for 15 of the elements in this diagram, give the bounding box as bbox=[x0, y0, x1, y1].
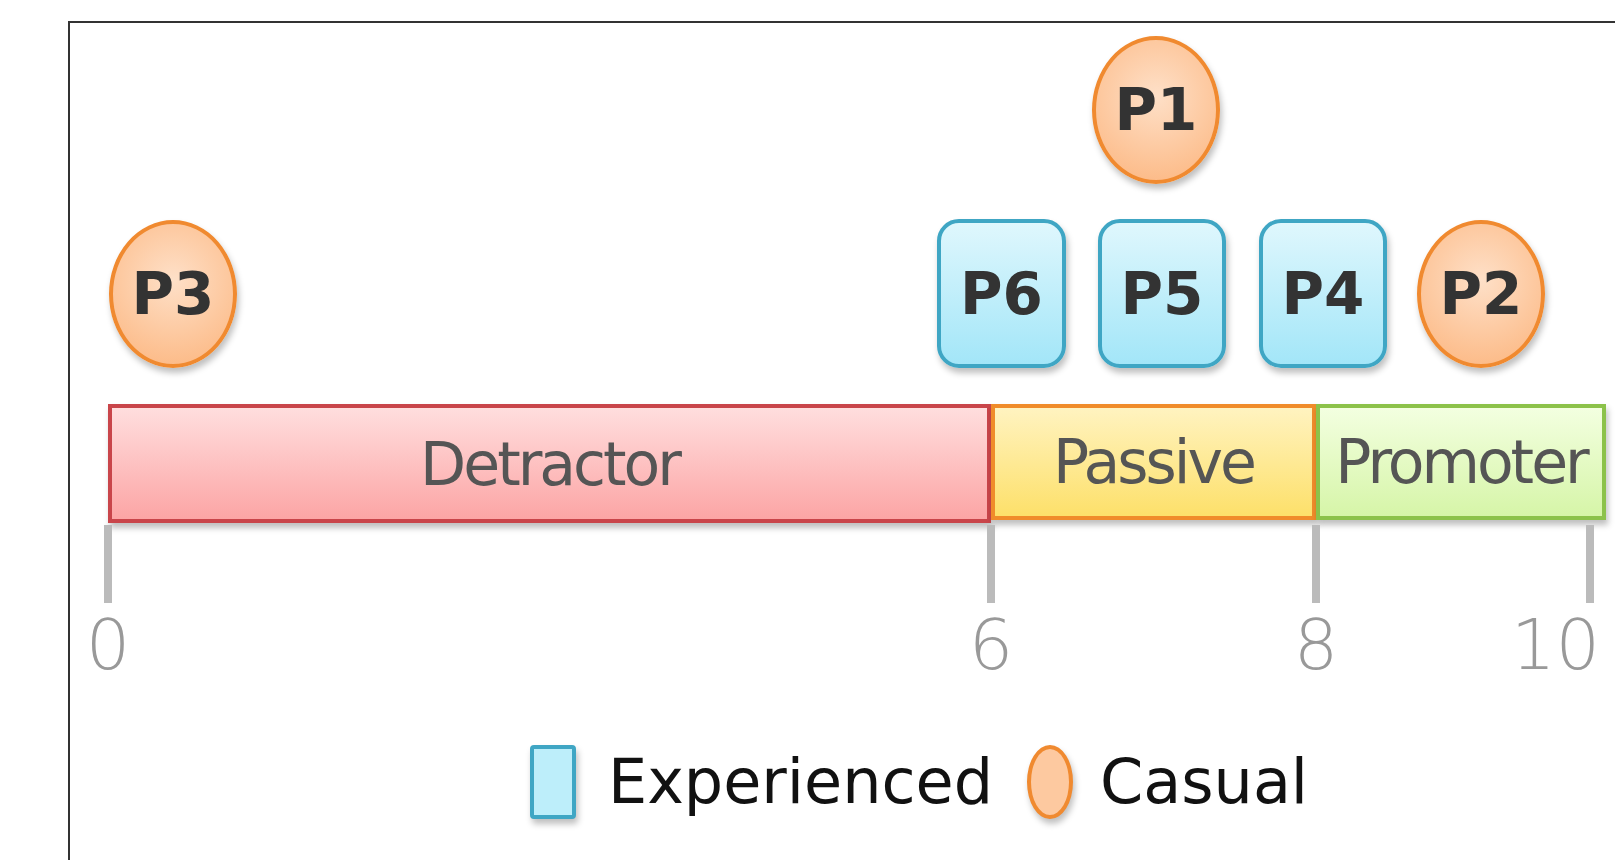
experienced-participant-box: P4 bbox=[1259, 219, 1387, 368]
score-band: Passive bbox=[991, 404, 1316, 520]
legend-label: Casual bbox=[1100, 745, 1309, 819]
score-band: Promoter bbox=[1316, 404, 1606, 520]
experienced-participant-box: P5 bbox=[1098, 219, 1226, 368]
scale-number: 0 bbox=[84, 605, 132, 685]
scale-number: 8 bbox=[1292, 605, 1340, 685]
legend-label: Experienced bbox=[608, 745, 994, 819]
scale-number: 6 bbox=[967, 605, 1015, 685]
score-band: Detractor bbox=[108, 404, 991, 523]
scale-number: 10 bbox=[1510, 605, 1600, 685]
casual-participant-circle: P1 bbox=[1092, 36, 1220, 184]
casual-participant-circle: P3 bbox=[109, 220, 237, 368]
experienced-participant-box: P6 bbox=[937, 219, 1066, 368]
casual-participant-circle: P2 bbox=[1417, 220, 1545, 368]
